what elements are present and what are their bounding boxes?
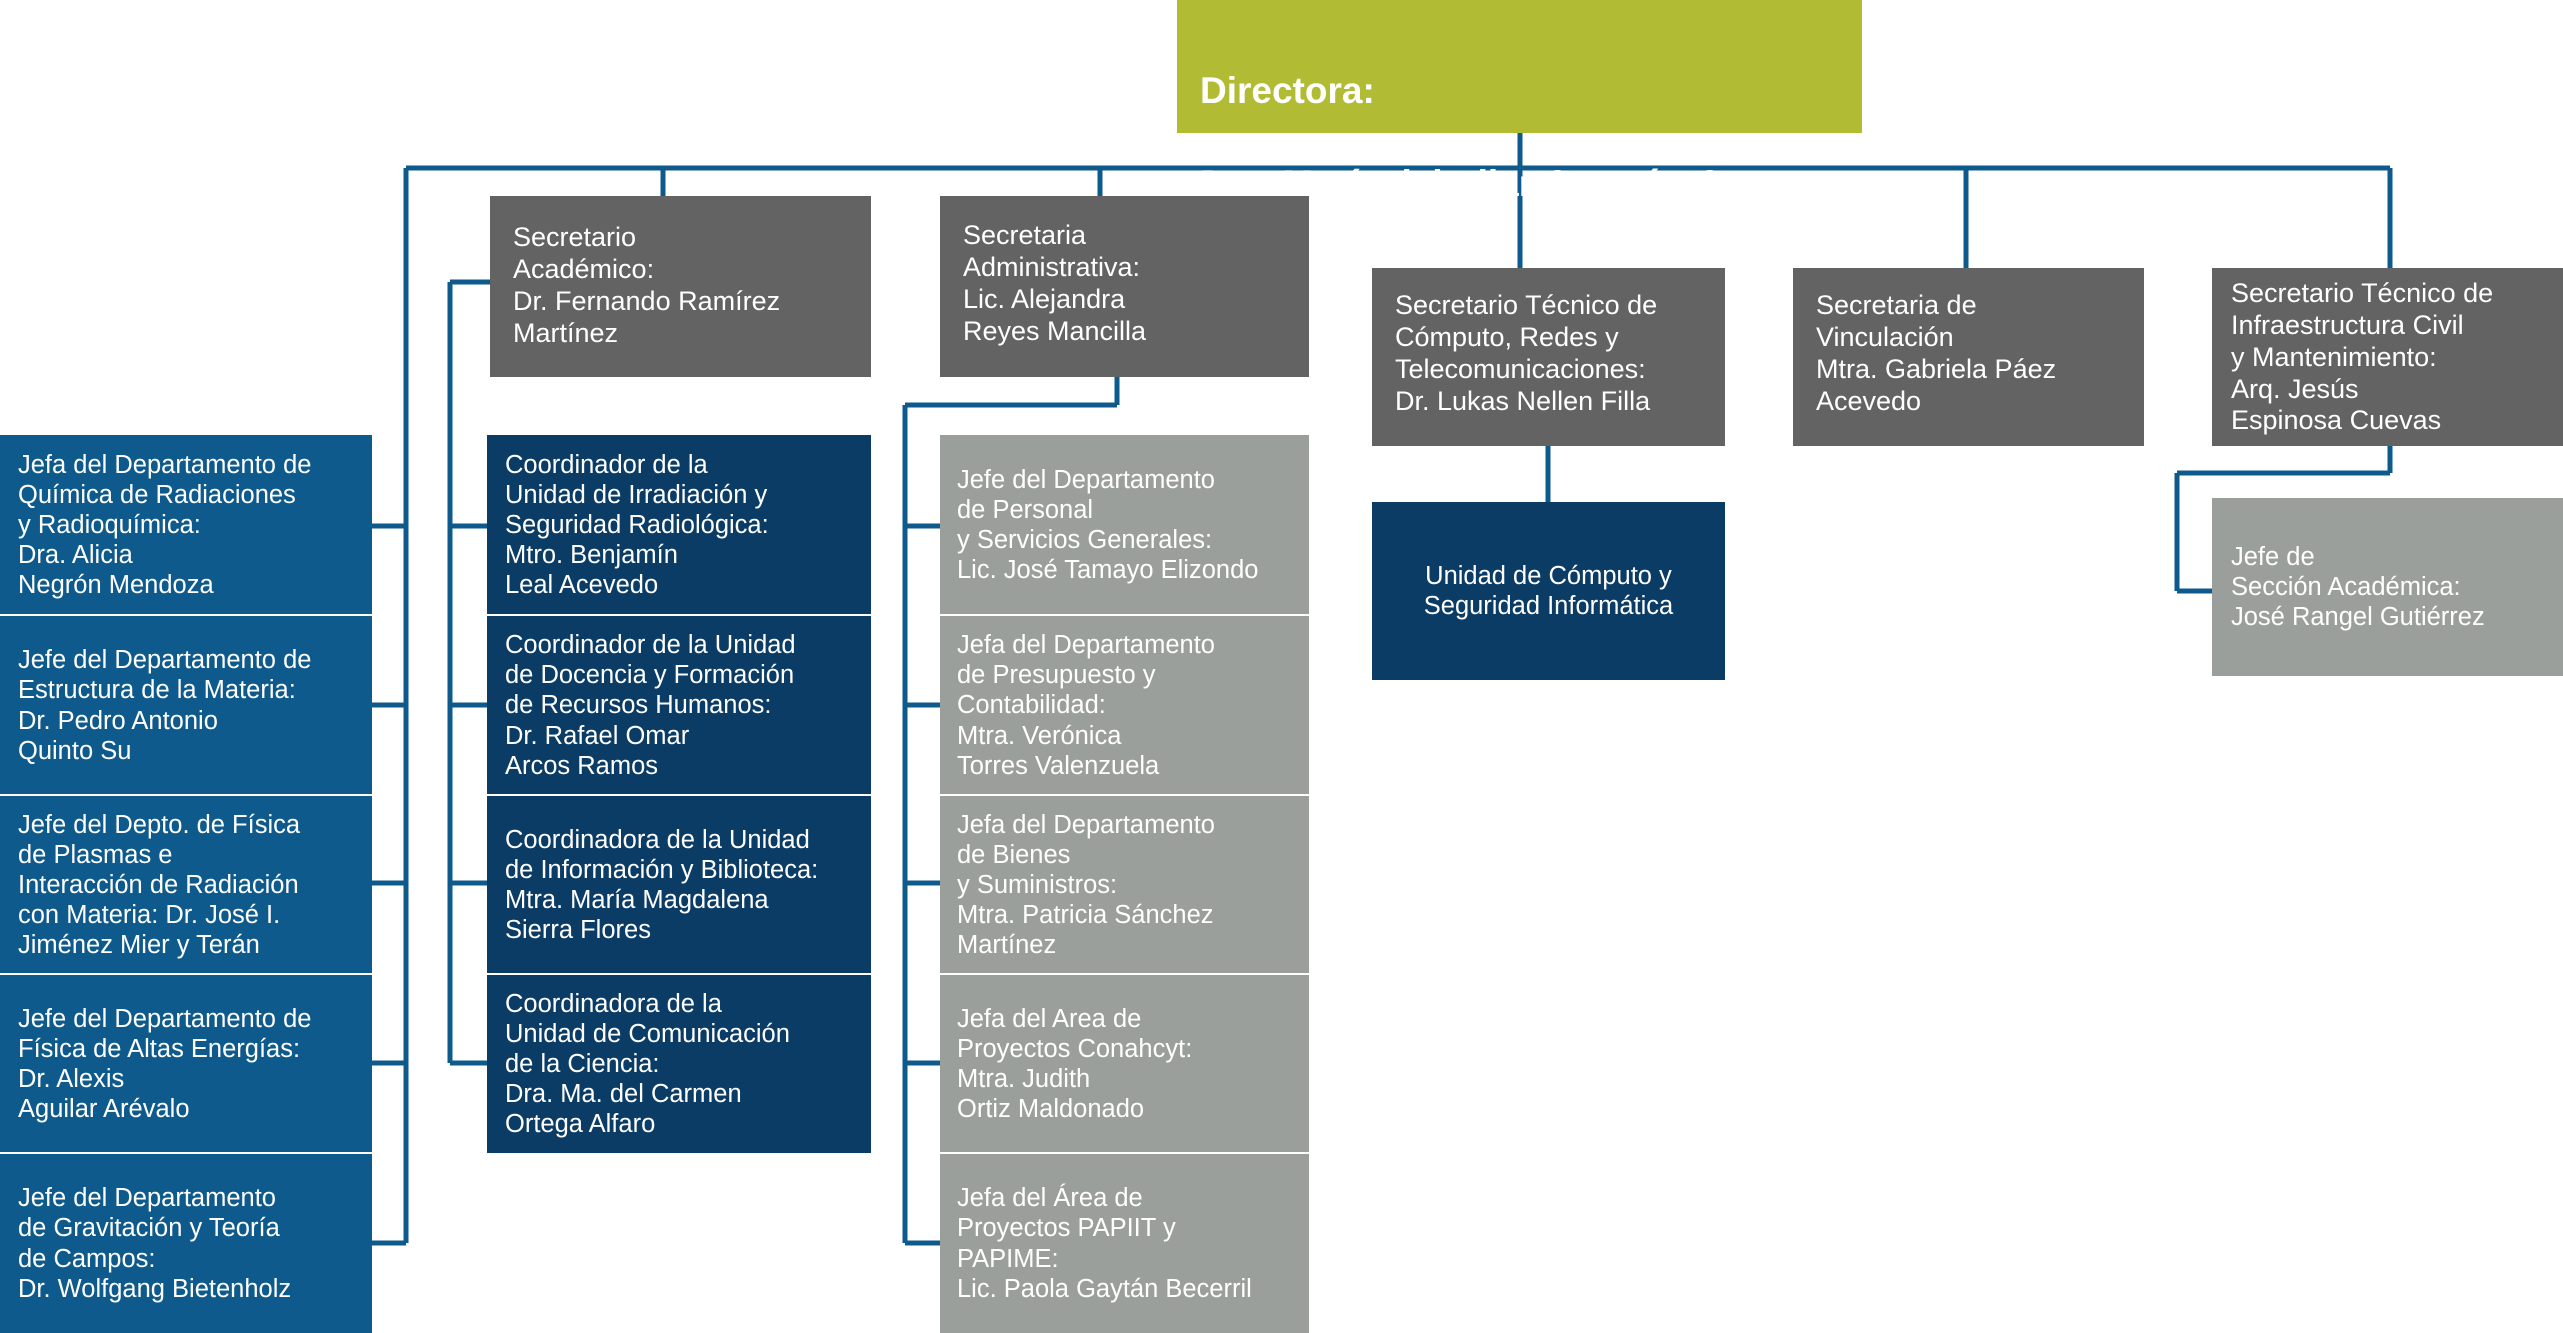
secretary-academico: Secretario Académico: Dr. Fernando Ramír… (490, 196, 871, 377)
coordination-biblioteca: Coordinadora de la Unidad de Información… (487, 794, 871, 974)
department-fisica-plasmas: Jefe del Depto. de Física de Plasmas e I… (0, 794, 372, 974)
director-name: Dra. María del Pilar Carreón Castro (1200, 162, 1813, 204)
department-altas-energias: Jefe del Departamento de Física de Altas… (0, 973, 372, 1153)
director-box: Directora: Dra. María del Pilar Carreón … (1177, 0, 1862, 204)
computing-security-unit: Unidad de Cómputo y Seguridad Informátic… (1372, 502, 1725, 680)
secretary-administrativa: Secretaria Administrativa: Lic. Alejandr… (940, 196, 1309, 377)
admin-conahcyt: Jefa del Area de Proyectos Conahcyt: Mtr… (940, 973, 1309, 1153)
admin-bienes: Jefa del Departamento de Bienes y Sumini… (940, 794, 1309, 974)
coordination-irradiacion: Coordinador de la Unidad de Irradiación … (487, 435, 871, 615)
secretary-vinculacion: Secretaria de Vinculación Mtra. Gabriela… (1793, 268, 2144, 446)
coordination-docencia: Coordinador de la Unidad de Docencia y F… (487, 614, 871, 795)
secretary-computo: Secretario Técnico de Cómputo, Redes y T… (1372, 268, 1725, 446)
coordination-comunicacion: Coordinadora de la Unidad de Comunicació… (487, 973, 871, 1153)
admin-personal: Jefe del Departamento de Personal y Serv… (940, 435, 1309, 615)
department-estructura-materia: Jefe del Departamento de Estructura de l… (0, 614, 372, 795)
department-quimica-radiaciones: Jefa del Departamento de Química de Radi… (0, 435, 372, 615)
department-gravitacion: Jefe del Departamento de Gravitación y T… (0, 1152, 372, 1333)
academic-section-head: Jefe de Sección Académica: José Rangel G… (2212, 498, 2563, 676)
secretary-infraestructura: Secretario Técnico de Infraestructura Ci… (2212, 268, 2563, 446)
admin-papiit: Jefa del Área de Proyectos PAPIIT y PAPI… (940, 1152, 1309, 1333)
director-role: Directora: (1200, 70, 1375, 112)
admin-presupuesto: Jefa del Departamento de Presupuesto y C… (940, 614, 1309, 795)
